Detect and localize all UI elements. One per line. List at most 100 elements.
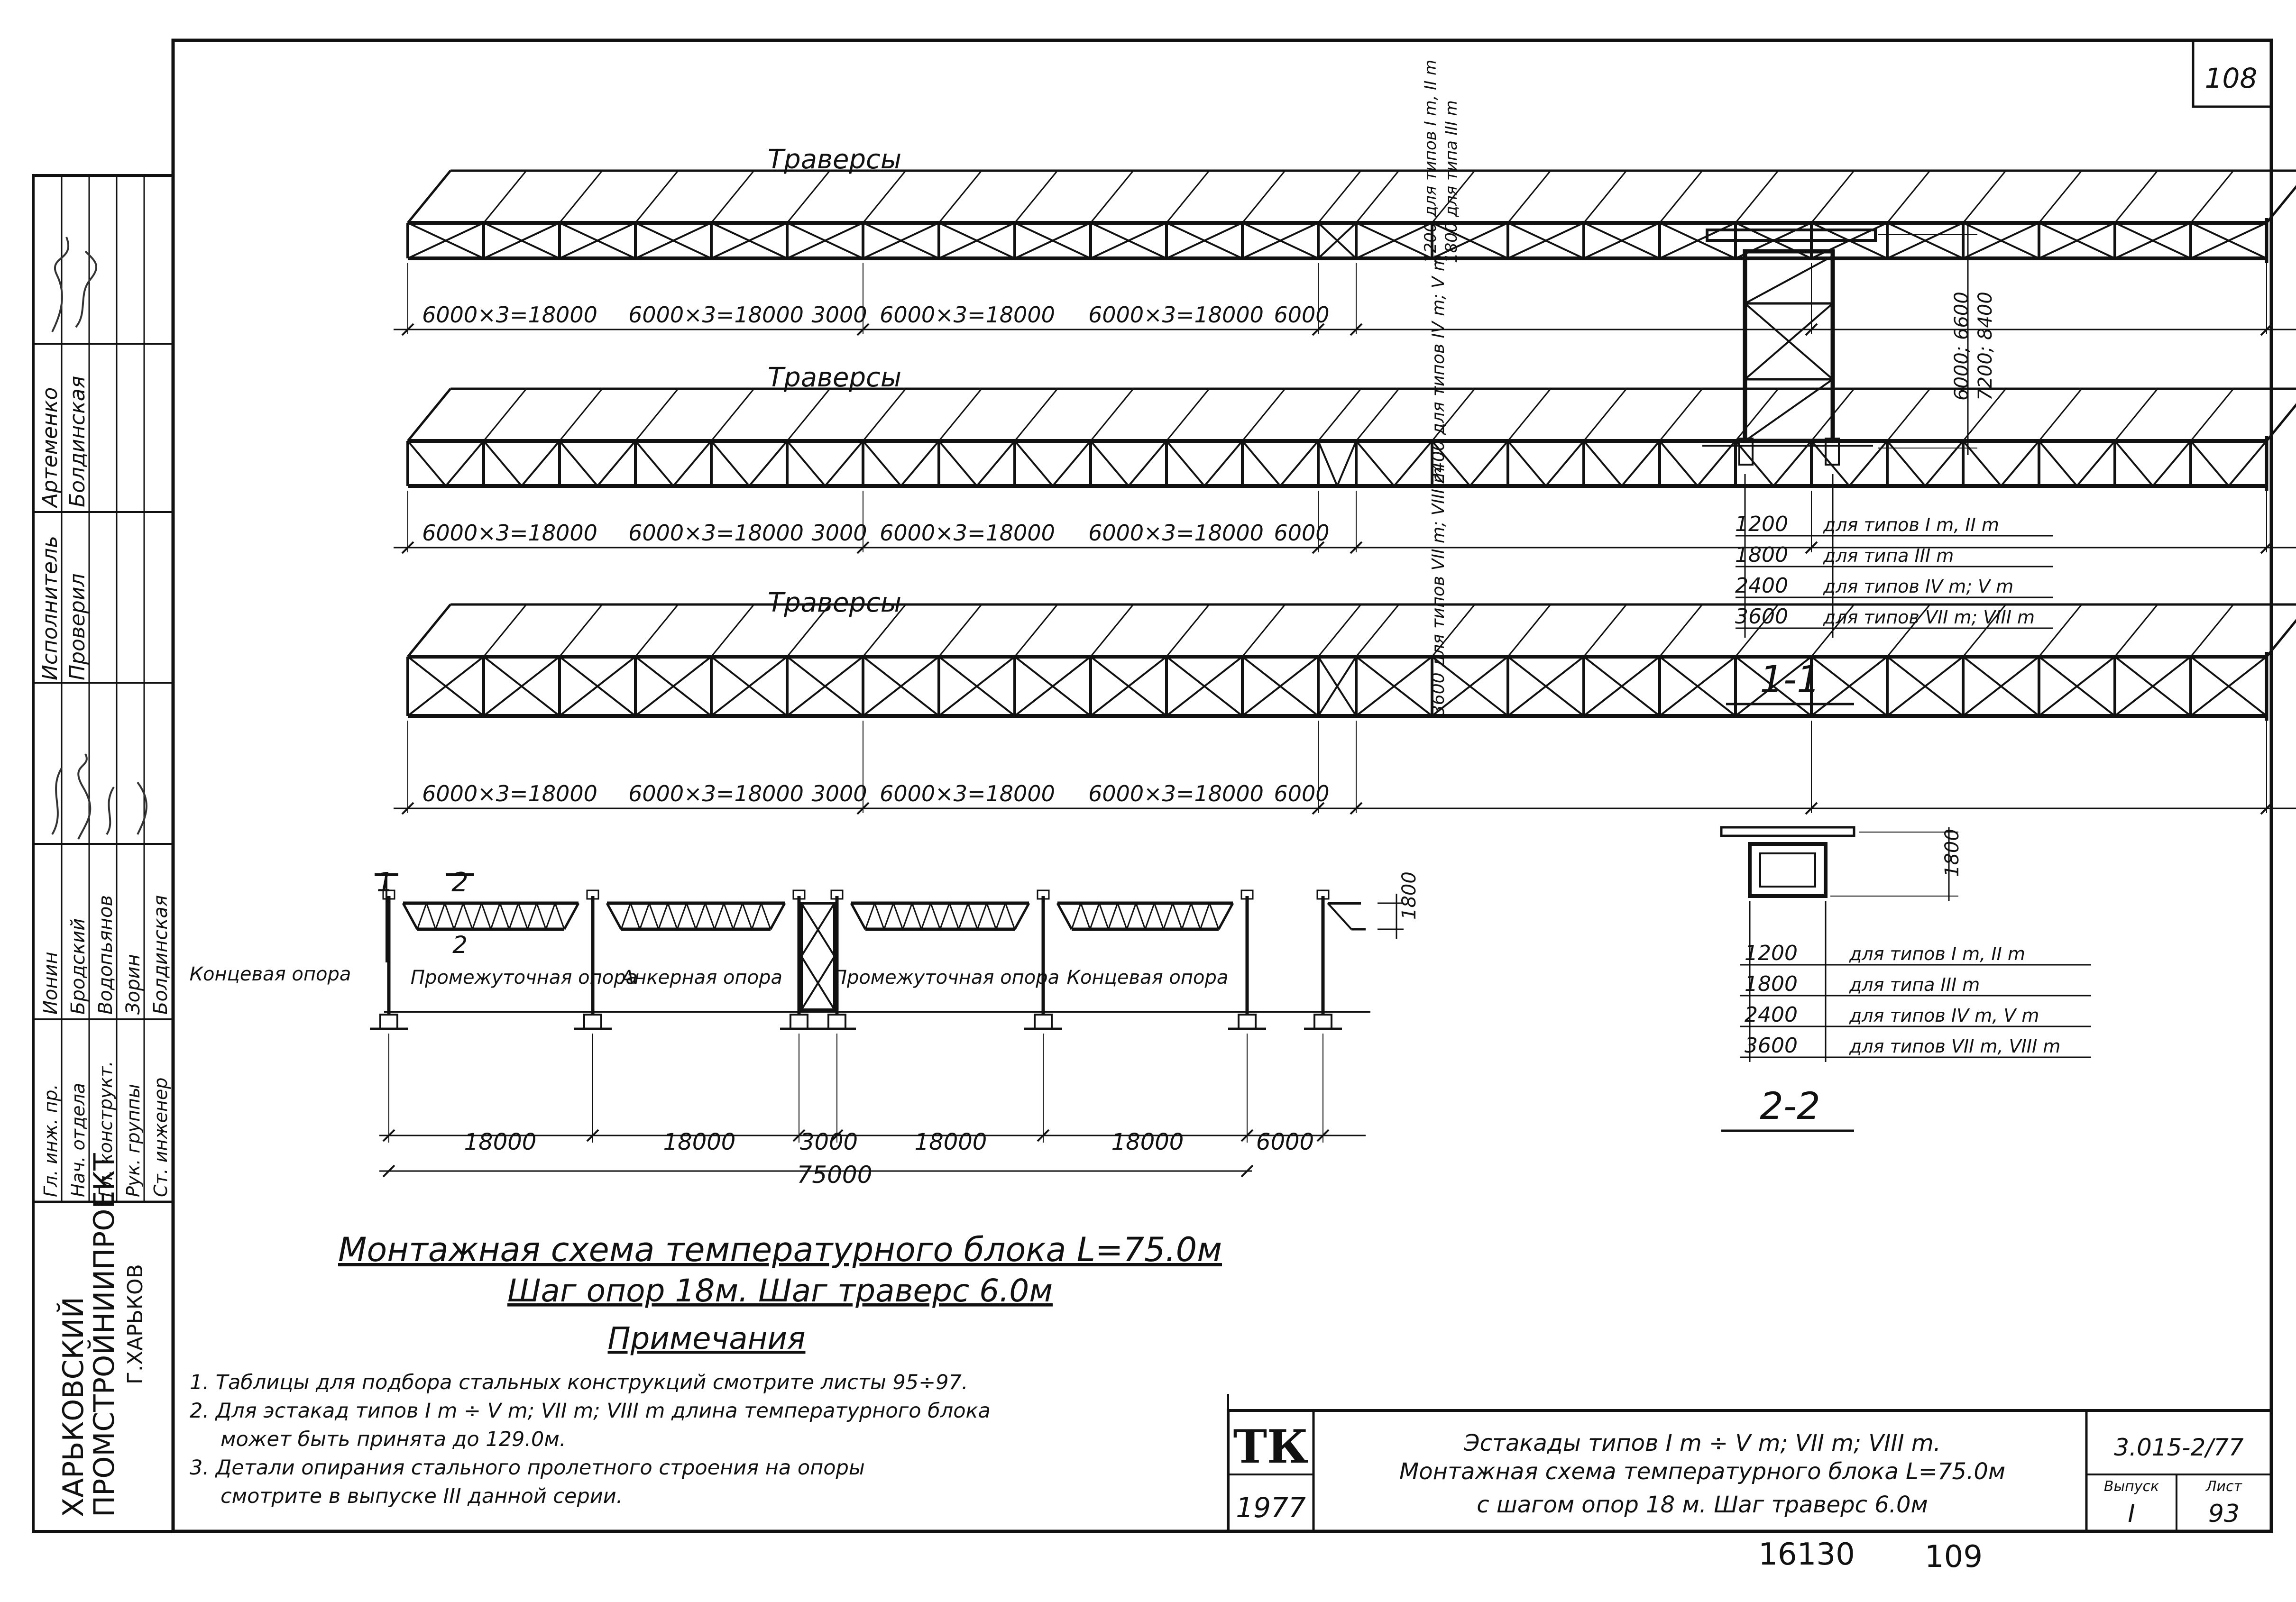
elevation-bot-height: 3600 для типов VII m; VIII m <box>1429 467 1448 716</box>
traverse <box>1962 604 2007 657</box>
notes-heading: Примечания <box>608 1321 806 1356</box>
dim: 6000×3=18000 <box>422 520 597 546</box>
span-brace <box>751 903 762 930</box>
tower-brace <box>800 955 836 1011</box>
span-brace <box>1004 903 1016 930</box>
section-2-table: 1200 для типов I m, II m 1800 для типа I… <box>1745 941 2060 1058</box>
brace <box>1887 222 1964 259</box>
stamp-title-2: Монтажная схема температурного блока L=7… <box>1399 1458 2005 1485</box>
footing <box>1825 438 1840 466</box>
brace <box>711 222 788 259</box>
traverse <box>1659 170 1703 223</box>
brace <box>1810 440 1850 487</box>
traverse <box>634 604 679 657</box>
signatures <box>51 237 147 840</box>
span-brace <box>1199 903 1211 930</box>
traverse <box>938 604 983 657</box>
support-label-intermediate-2: Промежуточная опора <box>833 967 1059 989</box>
dim-tick <box>1240 1129 1254 1142</box>
dim: 3000 <box>811 781 867 806</box>
brace <box>1279 440 1319 487</box>
name: Болдинская <box>65 376 90 507</box>
brace <box>2076 440 2116 487</box>
traverse <box>1962 170 2007 223</box>
traverse <box>1317 604 1362 657</box>
span-brace <box>732 903 744 930</box>
span-brace <box>462 903 473 930</box>
role: Гл. инж. пр. <box>40 1084 61 1197</box>
traverse <box>710 170 755 223</box>
brace <box>1432 222 1508 259</box>
dim: 6000 <box>1256 1129 1314 1155</box>
span-brace <box>490 903 501 930</box>
dim: 6000×3=18000 <box>628 781 804 806</box>
role: Исполнитель <box>38 536 62 680</box>
support-label-end-left: Концевая опора <box>190 963 351 985</box>
traverse <box>559 604 603 657</box>
dim: 6000×3=18000 <box>1088 781 1264 806</box>
row-value: 1800 <box>1745 972 1798 996</box>
traverse <box>483 604 527 657</box>
traverse <box>483 170 527 223</box>
note-line: 1. Таблицы для подбора стальных конструк… <box>190 1371 968 1394</box>
traverse <box>1962 388 2007 441</box>
note-line: 2. Для эстакад типов I m ÷ V m; VII m; V… <box>190 1399 991 1423</box>
brace <box>2190 222 2267 259</box>
brace <box>1014 222 1091 259</box>
span-brace <box>958 903 969 930</box>
section-views <box>1702 223 2091 1132</box>
brace <box>1886 656 1964 717</box>
traverse <box>710 604 755 657</box>
brace <box>1469 440 1509 487</box>
span-brace <box>527 903 538 930</box>
brace <box>1052 440 1092 487</box>
section-1-height: 6000; 6600 <box>1951 292 1973 401</box>
row-value: 3600 <box>1735 604 1788 629</box>
tower-brace <box>800 902 836 957</box>
footing <box>1738 438 1754 466</box>
dim: 6000×3=18000 <box>880 781 1055 806</box>
role: Проверил <box>65 573 90 680</box>
brace <box>1317 440 1338 486</box>
traverse <box>1886 388 1931 441</box>
brace <box>1431 440 1471 487</box>
archive-number: 16130 <box>1758 1537 1855 1572</box>
span-brace <box>425 903 437 930</box>
span-brace <box>1153 903 1165 930</box>
traverse <box>786 388 831 441</box>
brace <box>748 440 788 487</box>
span-brace <box>986 903 997 930</box>
tower-brace <box>1745 255 1833 304</box>
role: Нач. отдела <box>68 1083 89 1197</box>
stamp-sheet-label: Лист <box>2205 1478 2243 1495</box>
brace <box>1355 440 1395 487</box>
support-label-anchor: Анкерная опора <box>620 967 782 989</box>
span-brace <box>1117 903 1128 930</box>
span-brace <box>911 903 922 930</box>
note-line: 3. Детали опирания стального пролетного … <box>190 1456 865 1480</box>
brace <box>1203 440 1243 487</box>
traverse <box>2190 170 2234 223</box>
dim: 6000×3=18000 <box>880 302 1055 328</box>
stamp-sheet-value: 93 <box>2208 1500 2240 1528</box>
dim-tick <box>1316 1129 1330 1142</box>
tower-brace <box>1744 378 1834 442</box>
column-footing <box>827 1014 846 1030</box>
deck-edge <box>2266 185 2296 224</box>
name: Ионин <box>40 952 62 1015</box>
brace <box>1583 440 1623 487</box>
brace <box>2228 440 2268 487</box>
span-brace <box>1071 903 1082 930</box>
brace <box>1166 222 1243 259</box>
brace <box>1166 656 1243 717</box>
brace <box>634 656 712 717</box>
brace <box>938 222 1015 259</box>
traverse <box>1166 170 1210 223</box>
brace <box>1963 222 2039 259</box>
brace <box>521 440 560 487</box>
span-brace <box>1144 903 1155 930</box>
brace <box>938 656 1016 717</box>
span-brace <box>1190 903 1201 930</box>
dim-tick <box>792 1129 806 1142</box>
dim-tick <box>382 1164 395 1178</box>
